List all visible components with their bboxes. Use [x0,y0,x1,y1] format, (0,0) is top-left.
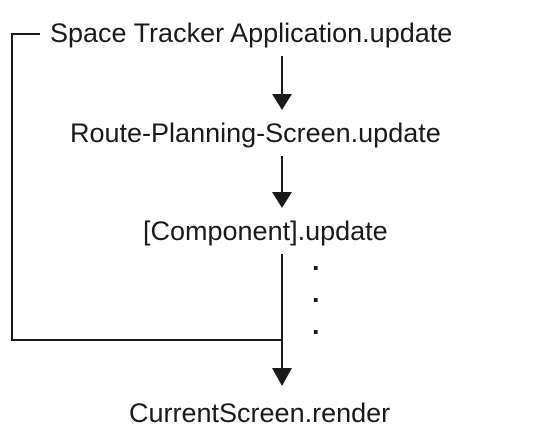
node-app-update: Space Tracker Application.update [50,18,452,48]
node-route-planning-update: Route-Planning-Screen.update [70,118,441,148]
ellipsis-dot-3: . [312,310,320,340]
node-component-update: [Component].update [143,216,388,246]
arrow-component-to-render-head [272,368,292,386]
node-current-screen-render: CurrentScreen.render [129,398,390,428]
loop-connector-line [11,33,282,341]
arrow-app-to-route-head [272,94,292,110]
ellipsis-dot-1: . [312,246,320,276]
arrow-route-to-component-head [272,192,292,208]
ellipsis-dot-2: . [312,278,320,308]
